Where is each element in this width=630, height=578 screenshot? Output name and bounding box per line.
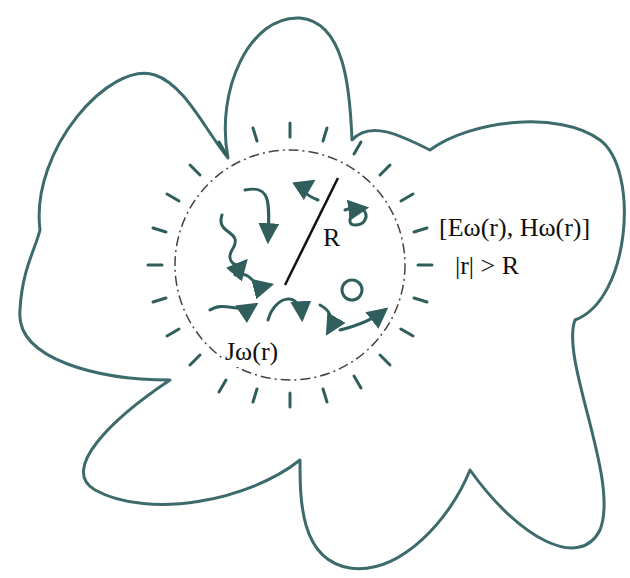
region-label: |r| > R [452, 252, 522, 281]
current-label: Jω(r) [222, 338, 281, 367]
radius-label: R [320, 224, 343, 253]
flower-region [20, 18, 625, 569]
radiation-ticks [148, 123, 432, 407]
source-sphere [175, 150, 405, 380]
field-label: [Eω(r), Hω(r)] [436, 214, 593, 243]
